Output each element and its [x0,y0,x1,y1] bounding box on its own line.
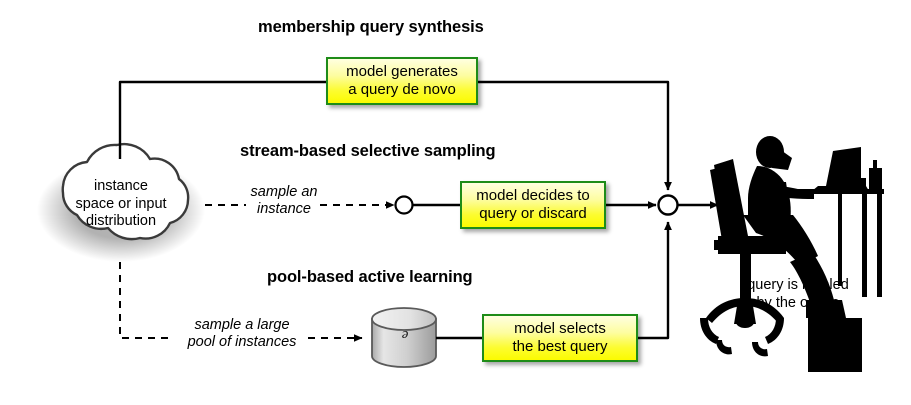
section-title-stream: stream-based selective sampling [240,142,496,160]
edge-cloud-to-pool-label [119,262,174,339]
section-title-pool: pool-based active learning [267,268,473,286]
edge-label-sample-instance: sample an instance [249,184,319,219]
merge-node [657,194,679,216]
oracle-caption-line-2: by the oracle [756,295,840,312]
membership-box-line-1: model generates [346,62,458,80]
instance-space-cloud-label: instance space or input distribution [41,178,201,231]
unlabeled-pool-symbol: ᵊ [400,324,408,351]
stream-box-line-1: model decides to [476,186,590,204]
oracle-caption: query is labeled by the oracle [698,276,898,312]
unlabeled-pool-cylinder [371,307,437,368]
instance-space-cloud-shape [37,142,205,262]
sample-instance-line-1: sample an [250,184,318,200]
edge-membership-box-to-merge [478,80,672,191]
stream-box-line-2: query or discard [479,205,587,222]
membership-box-line-2: a query de novo [348,81,456,98]
section-title-membership: membership query synthesis [258,18,484,36]
edge-label-sample-pool: sample a large pool of instances [177,317,307,352]
sample-pool-line-2: pool of instances [187,334,297,351]
oracle-silhouette [700,136,884,372]
cloud-label-line-2: space or input [75,195,167,212]
cloud-label-line-3: distribution [85,213,157,230]
edge-pool-box-to-merge [638,221,672,340]
stream-decision-box[interactable]: model decides to query or discard [460,181,606,229]
stream-instance-node [394,195,414,215]
sample-instance-line-2: instance [256,201,311,218]
pool-selection-box[interactable]: model selects the best query [482,314,638,362]
pool-box-line-1: model selects [514,319,606,337]
oracle-caption-line-1: query is labeled [747,277,849,293]
sample-pool-line-1: sample a large [194,317,290,333]
pool-box-line-2: the best query [512,338,608,355]
cloud-label-line-1: instance [93,178,148,194]
membership-query-box[interactable]: model generates a query de novo [326,57,478,105]
edge-cloud-to-membership-box [118,80,326,159]
